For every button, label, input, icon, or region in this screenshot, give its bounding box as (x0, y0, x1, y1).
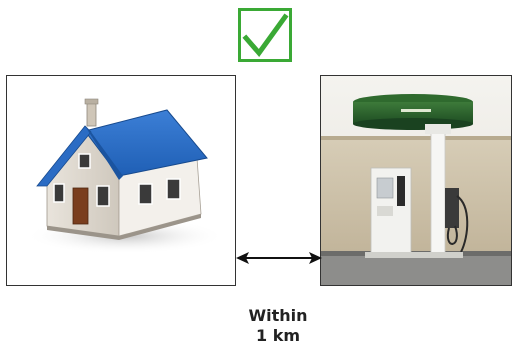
checkmark-icon (238, 8, 292, 62)
caption-line-2: 1 km (226, 326, 330, 346)
double-arrow-icon (236, 248, 322, 268)
checkmark-box (238, 8, 292, 62)
house-icon (7, 76, 235, 285)
charging-station-image (320, 75, 512, 286)
house-image (6, 75, 236, 286)
distance-caption: Within 1 km (226, 306, 330, 346)
caption-line-1: Within (226, 306, 330, 326)
charging-station-icon (321, 76, 511, 285)
